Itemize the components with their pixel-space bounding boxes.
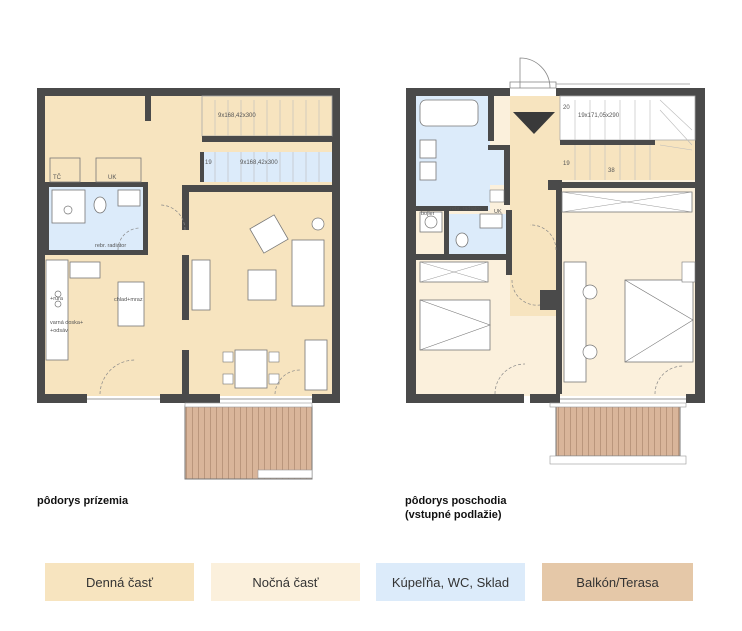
upper-boiler: [419, 211, 443, 233]
ground-uk-box: [95, 157, 142, 183]
upper-floor-caption-line1: pôdorys poschodia: [405, 495, 507, 507]
ground-toilet: [93, 196, 107, 214]
upper-toilet: [455, 232, 469, 248]
ground-stairs-mid-label: 9x168,42x300: [240, 160, 278, 166]
ground-floor-caption-text: pôdorys prízemia: [37, 495, 129, 507]
ground-tv-unit: [191, 259, 211, 311]
legend-night-zone-label: Nočná časť: [252, 574, 319, 590]
ground-dining-table: [234, 349, 268, 389]
upper-sink-2: [419, 161, 437, 181]
upper-sink-1: [419, 139, 437, 159]
ground-fridge-label: chlad+mraz: [114, 297, 143, 303]
legend-night-zone: Nočná časť: [211, 563, 360, 601]
upper-step-19: 19: [563, 161, 570, 167]
upper-floor-caption: pôdorys poschodia (vstupné podlažie): [405, 494, 506, 522]
legend-day-zone: Denná časť: [45, 563, 194, 601]
ground-stairs-top-label: 9x168,42x300: [218, 113, 256, 119]
legend-bath-zone: Kúpeľňa, WC, Sklad: [376, 563, 525, 601]
ground-oven-label: +rúra: [50, 296, 64, 302]
floor-plans: 9x168,42x300 9x168,42x300 19 TČ UK rebr.…: [37, 57, 705, 480]
ground-cooker-label: varná doska+: [50, 320, 83, 326]
ground-coffee-table: [247, 269, 277, 301]
ground-terrace: [184, 405, 313, 480]
upper-balcony: [555, 405, 681, 457]
ground-floor-caption: pôdorys prízemia: [37, 494, 128, 508]
ground-floor-plan: 9x168,42x300 9x168,42x300 19 TČ UK rebr.…: [37, 88, 340, 480]
upper-radiator-label: rebr. radiator: [450, 206, 481, 212]
ground-kitchen-counter: [45, 259, 69, 361]
ground-hood-label: +odsáv: [50, 328, 68, 334]
ground-shower: [51, 189, 86, 224]
ground-sink: [117, 189, 141, 207]
ground-sofa: [291, 239, 325, 307]
upper-boiler-label: bojler: [421, 211, 435, 217]
ground-fridge: [117, 281, 145, 327]
upper-step-38: 38: [608, 168, 615, 174]
upper-uk-label: UK: [494, 209, 502, 215]
ground-tc-label: TČ: [53, 174, 62, 181]
upper-bed-2: [624, 279, 694, 363]
entrance-arrow-icon: [513, 112, 555, 134]
upper-bed-1: [419, 299, 491, 351]
legend-day-zone-label: Denná časť: [85, 574, 154, 590]
ground-armchair: [249, 214, 289, 254]
upper-stairs-label: 19x171,05x290: [578, 113, 620, 119]
upper-bathtub: [419, 99, 479, 127]
ground-uk-label: UK: [108, 175, 116, 181]
ground-step-number: 19: [205, 160, 212, 166]
upper-wc-sink: [479, 213, 503, 229]
upper-floor-caption-line2: (vstupné podlažie): [405, 509, 502, 521]
legend-bath-zone-label: Kúpeľňa, WC, Sklad: [391, 574, 510, 590]
upper-floor-plan: 19x171,05x290 20 19 38 rebr. radiator UK…: [406, 57, 705, 465]
legend-balcony-zone: Balkón/Terasa: [542, 563, 693, 601]
ground-radiator-label: rebr. radiator: [95, 243, 126, 249]
legend-balcony-zone-label: Balkón/Terasa: [576, 574, 659, 590]
upper-step-20: 20: [563, 105, 570, 111]
ground-sideboard: [304, 339, 328, 391]
upper-stairs-landing: [560, 140, 695, 180]
ground-tc-box: [49, 157, 81, 183]
upper-desk: [563, 261, 587, 383]
